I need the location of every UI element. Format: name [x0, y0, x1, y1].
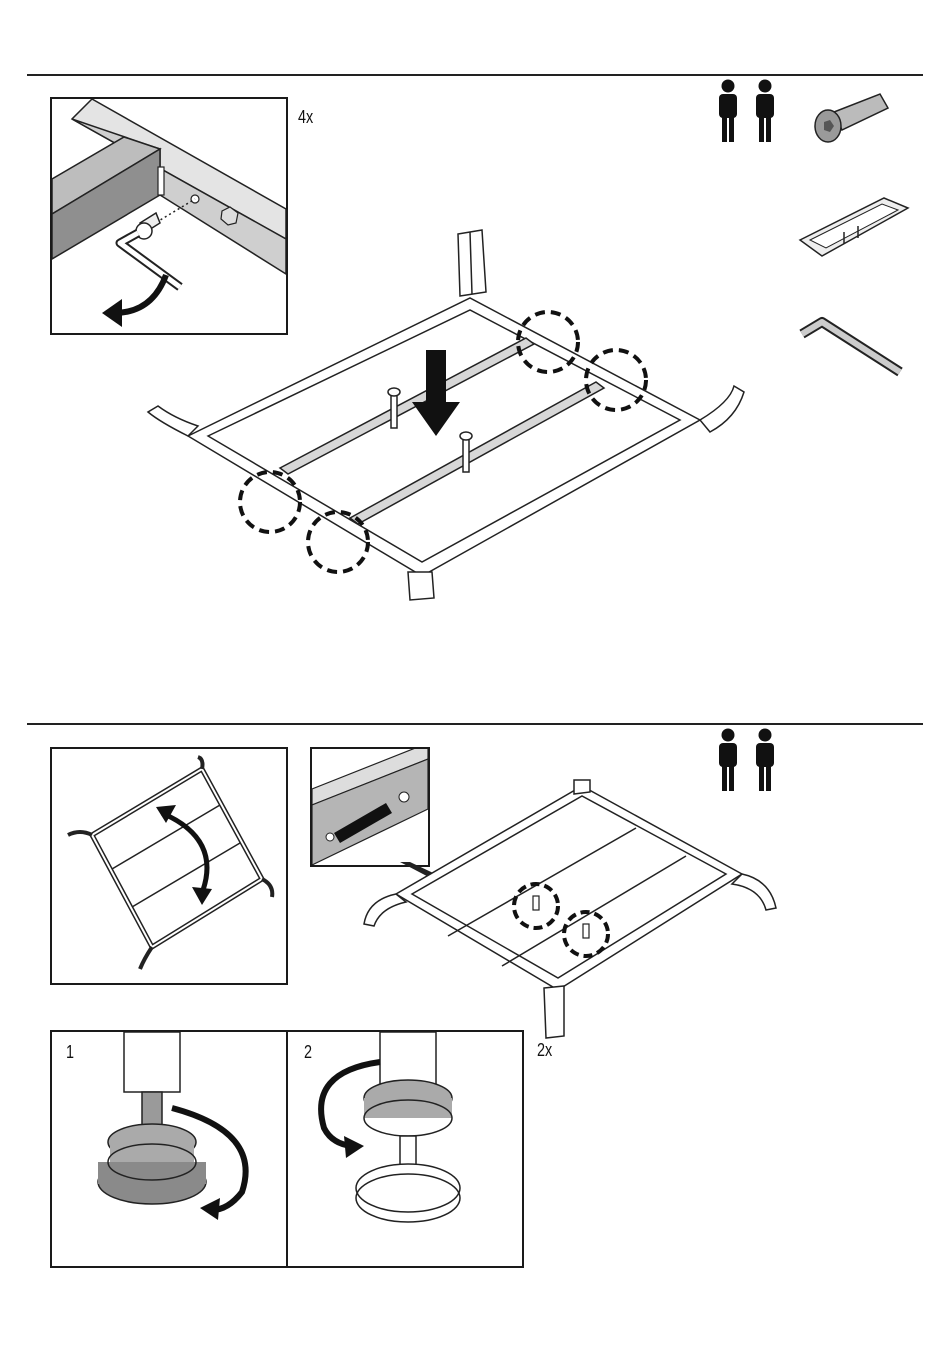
- two-person-icon: [713, 78, 785, 144]
- bolt-icon: [810, 86, 890, 152]
- frame-assembly-illustration: [130, 222, 760, 612]
- foot-loosen-illustration: [52, 1032, 286, 1266]
- foot-adjust-panel-1: 1: [50, 1030, 288, 1268]
- quantity-label: 2x: [537, 1040, 552, 1061]
- allen-key-icon: [796, 308, 908, 380]
- template-plate-icon: [796, 196, 910, 266]
- step-number: 2: [304, 1042, 312, 1063]
- flip-frame-illustration: [52, 749, 286, 983]
- foot-adjust-panel-2: 2: [286, 1030, 524, 1268]
- flip-frame-panel: [50, 747, 288, 985]
- inverted-frame-illustration: [352, 776, 782, 1044]
- quantity-label: 4x: [298, 107, 313, 128]
- step-number: 1: [66, 1042, 74, 1063]
- step2-divider: [27, 723, 923, 725]
- foot-tighten-illustration: [288, 1032, 522, 1266]
- step1-divider: [27, 74, 923, 76]
